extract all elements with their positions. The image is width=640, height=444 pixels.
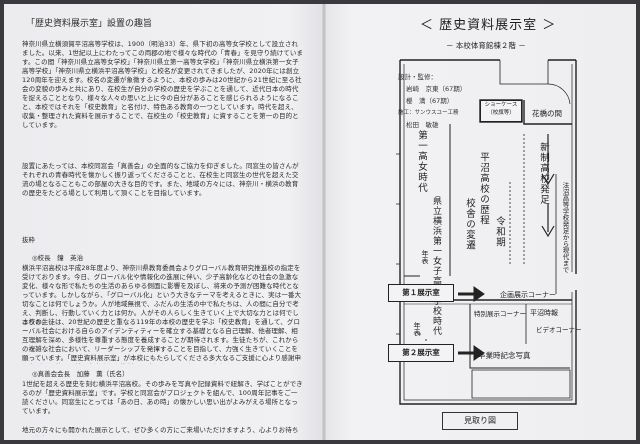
paragraph-alumni: 設置にあたっては、本校同窓会「真善会」の全面的なご協力を仰ぎました。同窓生の皆さ… [22,162,299,197]
feature-exhibit-corner: 特別展示コーナー [474,310,526,318]
kenritsu-era-label: 県立横浜第一女子高等学校時代 [431,196,441,336]
paragraph-principal: 横浜平沼高校は平成28年度より、神奈川県教育委員会よりグローバル教育研究推進校の… [22,264,302,326]
new-school-label: 新制高校発足 [538,142,549,205]
paragraph-principal-2: 本校の生徒は、20世紀の歴史と重なる119年の本校の歴史を学ぶ「校史教育」を通し… [22,318,302,364]
timeline-label-1: 年表 [421,250,429,264]
hiranuma-history-label: 平沼高校の歴程 [478,152,489,226]
modern-era-note: 法沼高等学校発足から現代まで [561,182,569,273]
graduation-photo-label: 卒業時記念写真 [478,351,531,360]
construction-label: 施工：サンウスユー工務 [398,110,459,116]
video-corner-label: ビデオコーナー [536,326,582,334]
hana-room-label: 花橋の間 [532,109,562,118]
exhibit-room-2-label: 第２展示室 [388,344,454,362]
left-page: 「歴史資料展示室」設置の趣旨 神奈川県立横須賀平沼高等学校は、1900（明治33… [22,12,304,436]
designer-name-1: 岩崎 京東（67期） [406,85,467,93]
designer-name-2: 櫻 満（67期） [406,97,454,105]
exhibit-room-title: ＜ 歴史資料展示室 ＞ [420,18,557,33]
paragraph-intro: 神奈川県立横須賀平沼高等学校は、1900（明治33）年、県下初の高等女学校として… [22,40,304,129]
hiranuma-news-label: 平沼時報 [530,309,558,317]
page-fold [322,4,326,440]
exhibit-room-1-label: 第１展示室 [388,284,454,302]
floor-plan-caption: 見取り図 [442,412,518,430]
reiwa-era-label: 令和期 [494,216,505,248]
document-title: 「歴史資料展示室」設置の趣旨 [26,19,153,29]
location-subtitle: － 本校体育館棟２階 － [446,41,526,50]
timeline-label-2: 年表 [413,322,421,336]
daiichi-era-label: 第一高女時代 [416,130,427,193]
school-building-label: 校舎の変遷 [464,198,475,251]
principal-signature: ◎校長 鐘 英治 [32,254,84,262]
worker-name: 松田 敏雄 [406,121,439,129]
right-page: ＜ 歴史資料展示室 ＞ － 本校体育館棟２階 － 設計・監修： 岩崎 京東（67… [330,4,630,440]
paper-sheet: 「歴史資料展示室」設置の趣旨 神奈川県立横須賀平沼高等学校は、1900（明治33… [4,4,636,440]
design-label: 設計・監修： [398,73,437,81]
special-exhibit-corner: 企画展示コーナー [500,291,556,299]
excerpt-label: 抜粋 [22,236,35,244]
paragraph-president: 1世紀を超える歴史を刻む横浜平沼高校。その歩みを写真や記録資料で紐解き、学ばこと… [22,380,303,415]
floor-plan [396,59,577,405]
alumni-president-signature: ◎真善会会長 加藤 薫（氏名） [32,370,129,378]
showcase-room: ショーケース （校旗等） [480,100,522,122]
paragraph-closing: 地元の方々にも開かれた展示として、ぜひ多くの方にご来場いただけますよう、心よりお… [22,426,299,436]
